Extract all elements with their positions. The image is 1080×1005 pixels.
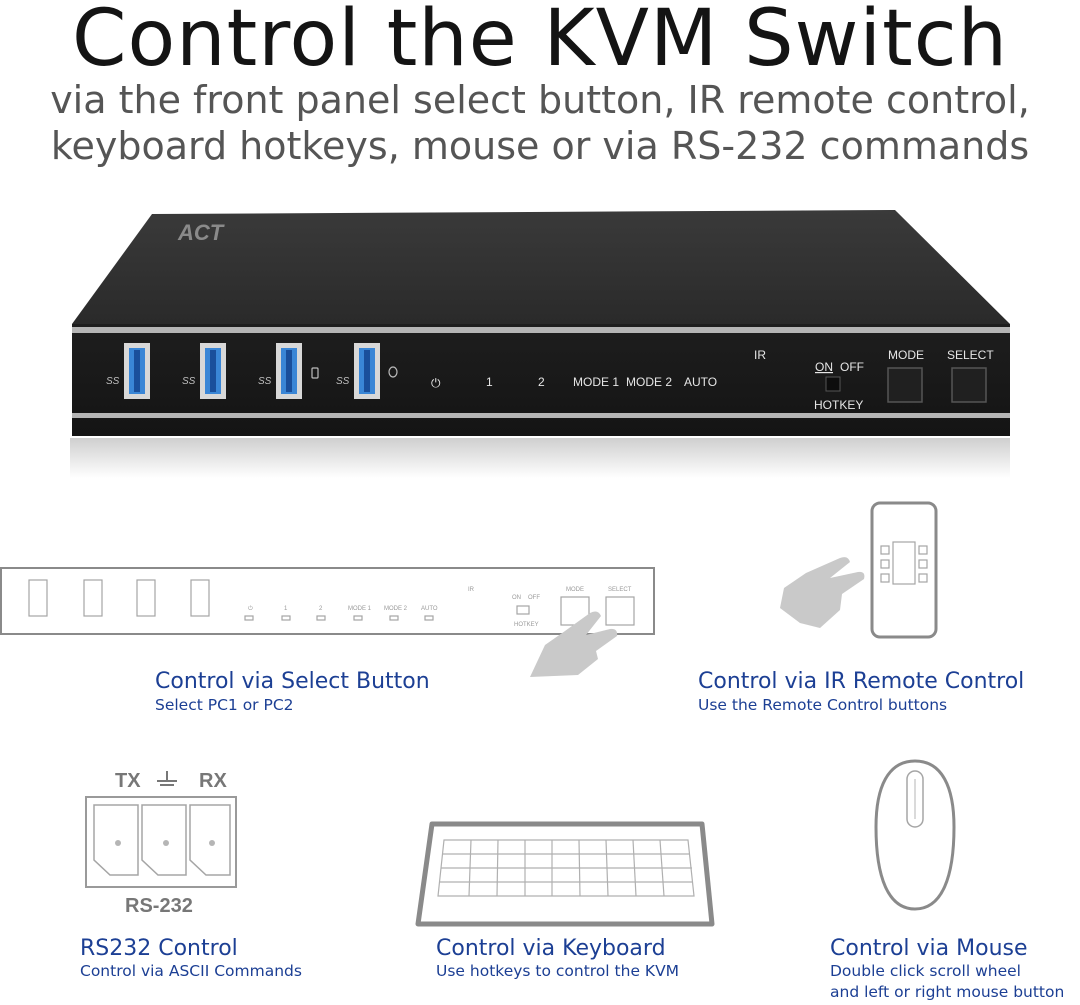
hotkey-switch[interactable]: [825, 376, 841, 392]
mouse-port-icon: [388, 366, 398, 378]
mouse-desc-line-2: and left or right mouse button: [830, 983, 1065, 1001]
usb-ss-icon: SS: [106, 376, 120, 387]
led-1: [281, 615, 291, 621]
rs232-port-label: RS-232: [125, 895, 193, 915]
ir-remote-title: Control via IR Remote Control: [698, 669, 1025, 694]
panel-label-mode2: MODE 2: [384, 606, 408, 612]
led-auto: [424, 615, 434, 621]
pointing-hand-icon: [780, 557, 865, 628]
select-button[interactable]: [951, 367, 987, 403]
panel-label-select: SELECT: [608, 587, 632, 593]
panel-label-1: 1: [284, 606, 288, 612]
keyboard-desc: Use hotkeys to control the KVM: [436, 962, 680, 980]
rs232-connector-diagram: TX RX RS-232: [85, 770, 237, 915]
panel-label-mode: MODE: [566, 587, 584, 593]
rs232-tx-label: TX: [115, 770, 141, 792]
mouse-title: Control via Mouse: [830, 936, 1028, 961]
select-button-desc: Select PC1 or PC2: [155, 696, 294, 714]
keyboard-port-icon: [311, 367, 319, 379]
remote-body: [870, 501, 938, 639]
usb-port-3[interactable]: [276, 343, 302, 399]
terminal-rx: [189, 804, 231, 876]
keyboard-keys: [437, 839, 695, 897]
usb-ss-icon: SS: [182, 376, 196, 387]
front-panel-diagram: ⏻ 1 2 MODE 1 MODE 2 AUTO IR ON OFF HOTKE…: [0, 567, 655, 677]
hotkey-slider: [516, 605, 530, 615]
usb-port-1[interactable]: [124, 343, 150, 399]
usb-slot-4: [190, 579, 210, 617]
panel-label-off: OFF: [528, 595, 540, 601]
usb-slot-2: [83, 579, 103, 617]
led-power: [244, 615, 254, 621]
label-1: 1: [486, 375, 493, 389]
usb-slot-3: [136, 579, 156, 617]
panel-label-on: ON: [512, 595, 521, 601]
terminal-gnd: [141, 804, 187, 876]
ir-remote-desc: Use the Remote Control buttons: [698, 696, 948, 714]
label-on: ON: [815, 360, 833, 374]
led-2: [316, 615, 326, 621]
usb-ss-icon: SS: [336, 376, 350, 387]
scroll-wheel: [906, 770, 924, 828]
panel-label-auto: AUTO: [421, 606, 438, 612]
usb-port-2[interactable]: [200, 343, 226, 399]
label-off: OFF: [840, 360, 864, 374]
device-top: [72, 210, 1010, 324]
ground-icon: [157, 771, 177, 786]
select-button-title: Control via Select Button: [155, 669, 430, 694]
ir-remote-diagram: [780, 501, 938, 639]
panel-label-ir: IR: [468, 587, 475, 593]
pointing-hand-icon: [530, 611, 618, 677]
led-mode1: [353, 615, 363, 621]
label-ir: IR: [754, 348, 766, 362]
usb-ss-icon: SS: [258, 376, 272, 387]
keyboard-diagram: [415, 821, 715, 927]
page-title: Control the KVM Switch: [71, 0, 1009, 84]
keyboard-title: Control via Keyboard: [436, 936, 666, 961]
rs232-title: RS232 Control: [80, 936, 238, 961]
label-select: SELECT: [947, 348, 994, 362]
panel-label-2: 2: [319, 606, 323, 612]
mouse-desc-line-1: Double click scroll wheel: [830, 962, 1021, 980]
panel-power: ⏻: [248, 605, 253, 612]
led-mode2: [389, 615, 399, 621]
subtitle-line-1: via the front panel select button, IR re…: [50, 78, 1030, 122]
label-2: 2: [538, 375, 545, 389]
panel-label-mode1: MODE 1: [348, 606, 372, 612]
terminal-tx: [93, 804, 139, 876]
select-button-outline: [605, 596, 635, 626]
power-icon: ⏻: [431, 376, 441, 390]
label-mode2: MODE 2: [626, 375, 672, 389]
usb-port-4[interactable]: [354, 343, 380, 399]
label-mode: MODE: [888, 348, 924, 362]
label-auto: AUTO: [684, 375, 717, 389]
rs232-desc: Control via ASCII Commands: [80, 962, 302, 980]
mouse-diagram: [874, 759, 956, 911]
mode-button[interactable]: [887, 367, 923, 403]
label-hotkey: HOTKEY: [814, 398, 863, 412]
front-bottom-bevel: [72, 413, 1010, 418]
subtitle-line-2: keyboard hotkeys, mouse or via RS-232 co…: [50, 124, 1030, 168]
front-top-bevel: [72, 327, 1010, 333]
device-shadow: [70, 438, 1010, 478]
kvm-switch-device: ACT SS SS SS SS ⏻ 1 2 MODE 1 MODE 2 AUTO…: [70, 210, 1010, 478]
rs232-rx-label: RX: [199, 770, 227, 792]
label-mode1: MODE 1: [573, 375, 619, 389]
act-logo: ACT: [177, 220, 225, 245]
usb-slot-1: [28, 579, 48, 617]
panel-label-hotkey: HOTKEY: [514, 622, 539, 628]
